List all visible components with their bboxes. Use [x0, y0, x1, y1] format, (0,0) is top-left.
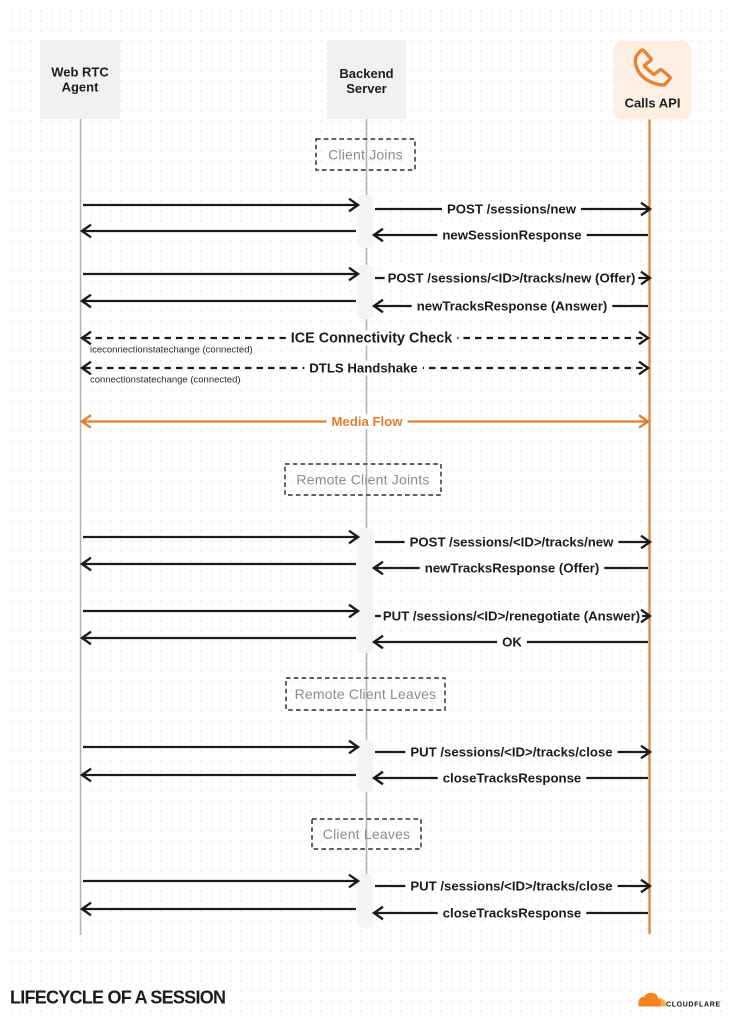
svg-text:CLOUDFLARE: CLOUDFLARE	[666, 1002, 721, 1009]
svg-text:Remote Client Leaves: Remote Client Leaves	[295, 686, 437, 702]
svg-text:PUT /sessions/<ID>/tracks/clos: PUT /sessions/<ID>/tracks/close	[410, 745, 612, 760]
svg-text:Media Flow: Media Flow	[331, 414, 403, 429]
svg-text:Web RTC: Web RTC	[51, 65, 109, 80]
svg-text:closeTracksResponse: closeTracksResponse	[443, 906, 582, 921]
svg-text:Remote Client Joints: Remote Client Joints	[296, 472, 429, 488]
svg-text:Agent: Agent	[62, 80, 100, 95]
svg-text:Server: Server	[346, 81, 386, 96]
svg-text:POST /sessions/<ID>/tracks/new: POST /sessions/<ID>/tracks/new	[410, 535, 615, 550]
svg-text:ICE Connectivity Check: ICE Connectivity Check	[291, 331, 454, 347]
svg-text:Backend: Backend	[339, 66, 393, 81]
svg-text:newSessionResponse: newSessionResponse	[442, 228, 581, 243]
svg-text:LIFECYCLE OF A SESSION: LIFECYCLE OF A SESSION	[10, 988, 225, 1008]
svg-text:iceconnectionstatechange (conn: iceconnectionstatechange (connected)	[90, 345, 253, 356]
svg-text:POST /sessions/new: POST /sessions/new	[447, 202, 577, 217]
svg-text:DTLS Handshake: DTLS Handshake	[309, 361, 417, 376]
svg-text:Calls API: Calls API	[625, 96, 681, 111]
svg-text:PUT /sessions/<ID>/tracks/clos: PUT /sessions/<ID>/tracks/close	[410, 879, 612, 894]
svg-text:newTracksResponse (Answer): newTracksResponse (Answer)	[417, 299, 608, 314]
svg-text:newTracksResponse (Offer): newTracksResponse (Offer)	[425, 561, 599, 576]
svg-text:closeTracksResponse: closeTracksResponse	[443, 771, 582, 786]
svg-text:POST /sessions/<ID>/tracks/new: POST /sessions/<ID>/tracks/new (Offer)	[388, 271, 636, 286]
svg-text:Client Leaves: Client Leaves	[323, 826, 410, 842]
svg-text:OK: OK	[502, 635, 522, 650]
svg-text:Client Joins: Client Joins	[328, 147, 403, 163]
svg-text:PUT /sessions/<ID>/renegotiate: PUT /sessions/<ID>/renegotiate (Answer)	[383, 609, 640, 624]
svg-text:connectionstatechange (connect: connectionstatechange (connected)	[90, 375, 241, 386]
